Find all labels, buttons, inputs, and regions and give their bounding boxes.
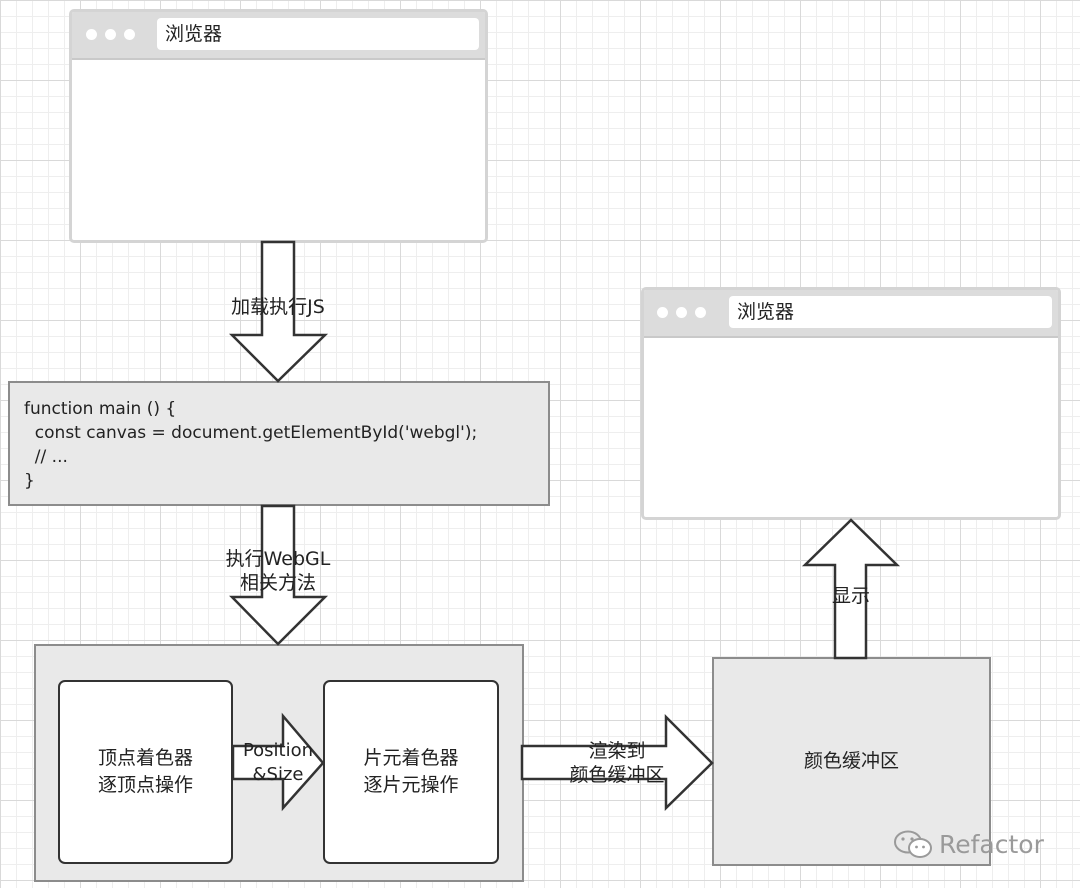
vertex-shader-desc: 逐顶点操作 <box>97 774 193 796</box>
window-dot-icon <box>86 29 97 40</box>
load-js-label: 加载执行JS <box>231 296 325 318</box>
code-line: // ... <box>24 447 68 467</box>
vertex-shader-box: 顶点着色器 逐顶点操作 <box>58 680 233 864</box>
window-dot-icon <box>124 29 135 40</box>
window-dot-icon <box>105 29 116 40</box>
code-line: const canvas = document.getElementById('… <box>24 423 478 443</box>
display-arrow <box>801 518 901 660</box>
render-label: 渲染到 颜色缓冲区 <box>569 740 665 786</box>
window-dot-icon <box>695 307 706 318</box>
code-line: } <box>24 471 35 491</box>
fragment-shader-title: 片元着色器 <box>363 747 459 769</box>
color-buffer-label: 颜色缓冲区 <box>803 750 899 772</box>
watermark-text: Refactor <box>939 829 1044 859</box>
browser-title-bar: 浏览器 <box>72 12 485 60</box>
exec-webgl-label: 执行WebGL 相关方法 <box>225 548 331 594</box>
browser-window-top: 浏览器 <box>69 9 488 243</box>
position-size-label: Position &Size <box>242 740 314 785</box>
exec-webgl-arrow <box>229 504 329 646</box>
window-dot-icon <box>657 307 668 318</box>
wechat-icon <box>894 830 932 858</box>
display-label: 显示 <box>831 585 870 607</box>
browser-window-right: 浏览器 <box>641 287 1061 520</box>
fragment-shader-box: 片元着色器 逐片元操作 <box>323 680 499 864</box>
watermark: Refactor <box>893 824 1063 864</box>
fragment-shader-desc: 逐片元操作 <box>363 774 459 796</box>
browser-title-bar: 浏览器 <box>644 290 1058 338</box>
vertex-shader-title: 顶点着色器 <box>97 747 193 769</box>
code-line: function main () { <box>24 399 177 419</box>
load-js-arrow <box>228 240 329 383</box>
window-dot-icon <box>676 307 687 318</box>
position-size-arrow <box>231 712 325 812</box>
render-arrow <box>520 713 714 811</box>
browser-address-bar: 浏览器 <box>729 296 1052 328</box>
browser-address-bar: 浏览器 <box>157 18 479 50</box>
